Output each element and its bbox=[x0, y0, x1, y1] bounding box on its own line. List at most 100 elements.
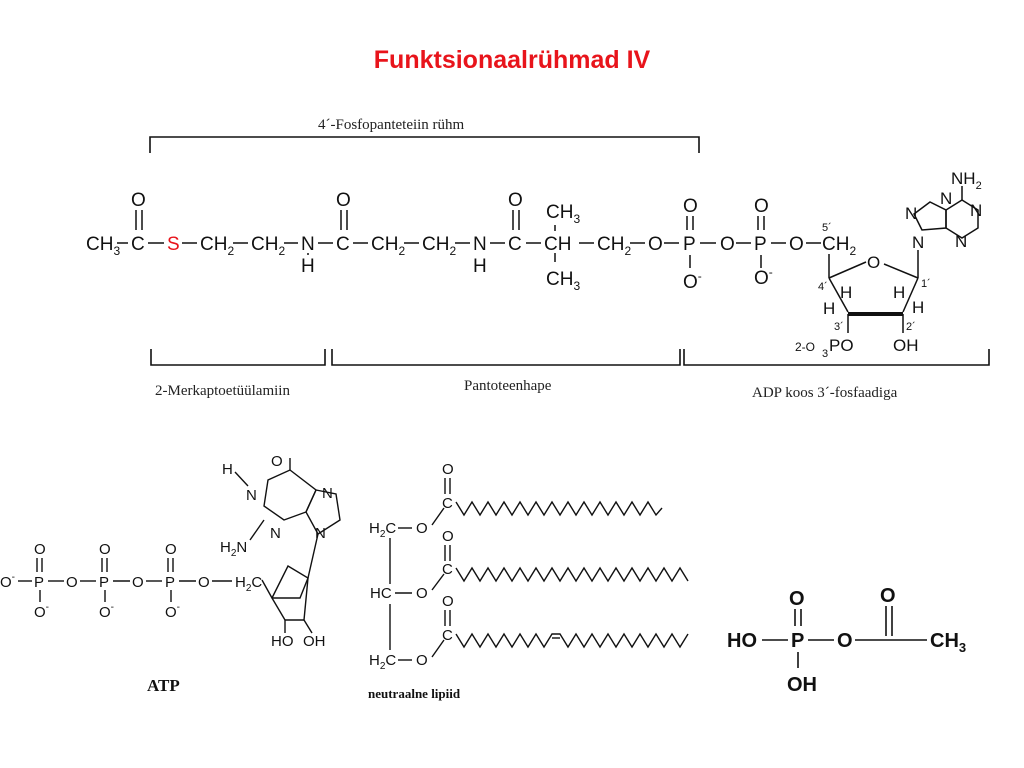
svg-text:C: C bbox=[442, 495, 453, 512]
svg-text:2´: 2´ bbox=[906, 321, 916, 333]
svg-text:O: O bbox=[720, 234, 735, 255]
svg-text:N: N bbox=[315, 525, 326, 542]
svg-text:H: H bbox=[893, 283, 905, 302]
svg-text:N: N bbox=[905, 204, 917, 223]
svg-text:CH3: CH3 bbox=[546, 269, 580, 293]
svg-text:H: H bbox=[823, 299, 835, 318]
svg-text:O: O bbox=[198, 574, 210, 591]
svg-text:O-: O- bbox=[99, 602, 114, 621]
svg-text:C: C bbox=[336, 234, 350, 255]
coa-ribose-ring: O 4´ 1´ H H H H 3´ 2´ 2-O 3 PO OH bbox=[795, 250, 931, 360]
svg-text:NH2: NH2 bbox=[951, 169, 982, 192]
svg-text:OH: OH bbox=[787, 674, 817, 696]
svg-text:3´: 3´ bbox=[834, 321, 844, 333]
svg-text:H2C: H2C bbox=[235, 574, 262, 594]
svg-text:N: N bbox=[246, 487, 257, 504]
svg-text:O: O bbox=[754, 196, 769, 217]
svg-text:H: H bbox=[301, 256, 315, 277]
svg-text:O: O bbox=[442, 593, 454, 610]
svg-text:O: O bbox=[416, 652, 428, 669]
lipid-structure: H2C O C O HC O C O H2C O C O bbox=[369, 461, 689, 672]
svg-text:O: O bbox=[837, 630, 853, 652]
svg-text:O: O bbox=[271, 453, 283, 470]
atp-structure: O- P O O- O P O O- O P O O- O H bbox=[0, 453, 341, 650]
sulfur-atom: S bbox=[167, 234, 180, 255]
svg-text:CH2: CH2 bbox=[597, 234, 631, 258]
svg-text:CH3: CH3 bbox=[546, 202, 580, 226]
svg-text:O: O bbox=[336, 190, 351, 211]
svg-text:H2C: H2C bbox=[369, 652, 396, 672]
svg-text:O: O bbox=[132, 574, 144, 591]
svg-text:OH: OH bbox=[893, 336, 919, 355]
svg-text:1´: 1´ bbox=[921, 278, 931, 290]
svg-text:O: O bbox=[66, 574, 78, 591]
svg-text:O-: O- bbox=[165, 602, 180, 621]
svg-text:P: P bbox=[99, 574, 109, 591]
svg-text:CH: CH bbox=[544, 234, 571, 255]
svg-text:C: C bbox=[131, 234, 145, 255]
svg-text:2-O: 2-O bbox=[795, 340, 815, 354]
svg-text:H2N: H2N bbox=[220, 539, 247, 559]
slide-title: Funktsionaalrühmad IV bbox=[373, 46, 651, 74]
caption-neutral-lipid: neutraalne lipiid bbox=[368, 686, 461, 701]
svg-text:O: O bbox=[442, 528, 454, 545]
svg-text:CH2: CH2 bbox=[822, 234, 856, 258]
acetyl-phosphate-structure: HO P O OH O O CH3 bbox=[727, 585, 966, 696]
svg-text:O: O bbox=[683, 196, 698, 217]
caption-atp: ATP bbox=[147, 676, 180, 695]
svg-text:O: O bbox=[789, 588, 805, 610]
label-merkaptoetyylamiin: 2-Merkaptoetüülamiin bbox=[155, 383, 290, 399]
svg-text:O: O bbox=[789, 234, 804, 255]
bracket-mid bbox=[331, 349, 681, 366]
svg-text:N: N bbox=[301, 234, 315, 255]
svg-text:O: O bbox=[867, 253, 880, 272]
svg-text:C: C bbox=[442, 627, 453, 644]
bracket-right bbox=[683, 349, 990, 366]
svg-text:CH3: CH3 bbox=[930, 630, 966, 655]
svg-text:O-: O- bbox=[34, 602, 49, 621]
svg-text:CH2: CH2 bbox=[371, 234, 405, 258]
svg-text:CH2: CH2 bbox=[200, 234, 234, 258]
svg-text:PO: PO bbox=[829, 336, 854, 355]
bracket-top bbox=[149, 136, 700, 153]
svg-text:P: P bbox=[683, 234, 696, 255]
svg-text:N: N bbox=[322, 485, 333, 502]
label-fosfopanteteiin: 4´-Fosfopanteteiin rühm bbox=[318, 117, 465, 133]
svg-text:N: N bbox=[912, 233, 924, 252]
svg-text:HO: HO bbox=[727, 630, 757, 652]
svg-text:P: P bbox=[34, 574, 44, 591]
acetyl-coa-structure: CH3 C O S CH2 CH2 N H C O CH2 CH2 N H bbox=[86, 190, 856, 293]
svg-text:P: P bbox=[754, 234, 767, 255]
svg-text:C: C bbox=[508, 234, 522, 255]
svg-text:H: H bbox=[222, 461, 233, 478]
bracket-left bbox=[150, 349, 326, 366]
svg-text:O: O bbox=[99, 541, 111, 558]
svg-text:4´: 4´ bbox=[818, 281, 828, 293]
coa-adenine: N N N N N NH2 bbox=[905, 169, 982, 252]
svg-text:O-: O- bbox=[683, 269, 702, 293]
svg-text:O-: O- bbox=[754, 265, 773, 289]
svg-text:O: O bbox=[34, 541, 46, 558]
svg-text:N: N bbox=[473, 234, 487, 255]
svg-text:P: P bbox=[165, 574, 175, 591]
svg-text:O: O bbox=[508, 190, 523, 211]
svg-text:CH3: CH3 bbox=[86, 234, 120, 258]
label-adp-fosfaat: ADP koos 3´-fosfaadiga bbox=[752, 385, 898, 401]
svg-text:O: O bbox=[880, 585, 896, 607]
svg-text:H2C: H2C bbox=[369, 520, 396, 540]
svg-text:O: O bbox=[416, 520, 428, 537]
label-pantoteenhape: Pantoteenhape bbox=[464, 378, 552, 394]
svg-text:O: O bbox=[165, 541, 177, 558]
svg-text:N: N bbox=[940, 189, 952, 208]
svg-text:3: 3 bbox=[822, 348, 828, 360]
svg-text:N: N bbox=[970, 201, 982, 220]
svg-text:H: H bbox=[912, 298, 924, 317]
svg-text:N: N bbox=[270, 525, 281, 542]
svg-text:CH2: CH2 bbox=[251, 234, 285, 258]
svg-text:C: C bbox=[442, 561, 453, 578]
svg-text:HO: HO bbox=[271, 633, 294, 650]
svg-text:O: O bbox=[131, 190, 146, 211]
svg-text:N: N bbox=[955, 232, 967, 251]
svg-text:CH2: CH2 bbox=[422, 234, 456, 258]
